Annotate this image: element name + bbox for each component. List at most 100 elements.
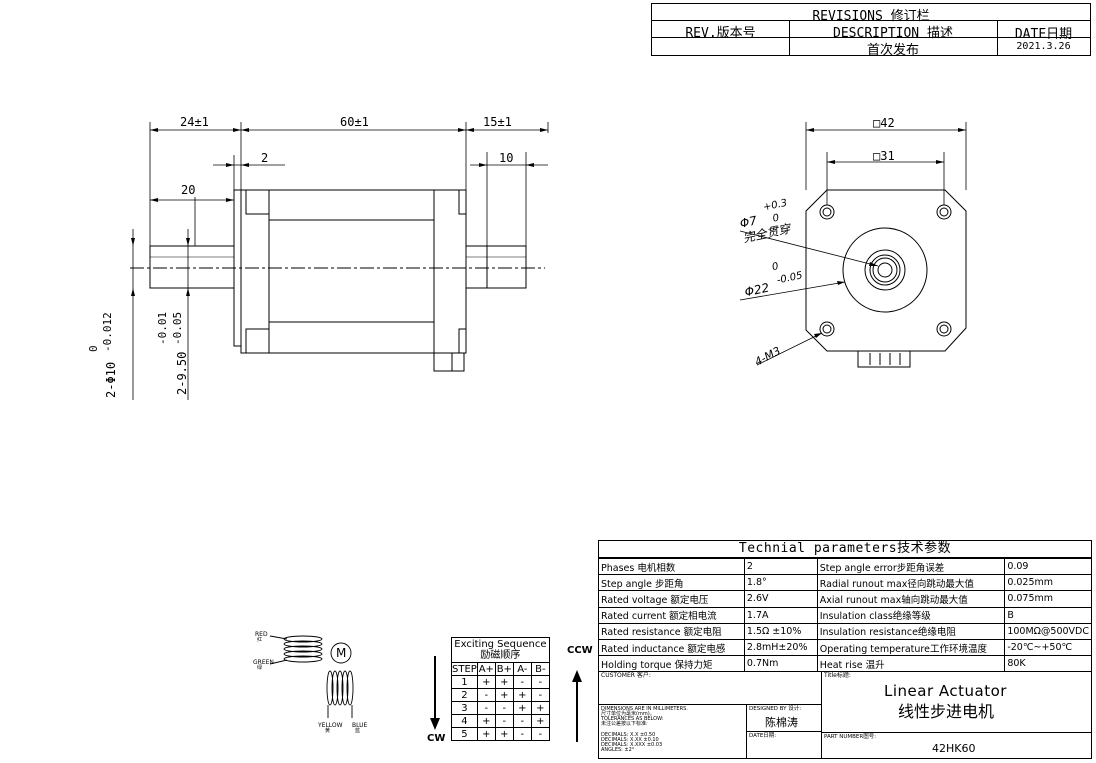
rev-row-date: 2021.3.26 — [1016, 41, 1071, 52]
dim-20: 20 — [181, 183, 196, 197]
part-number: 42HK60 — [932, 742, 976, 755]
param-name: Heat rise 温升 — [816, 655, 1006, 672]
param-value: B — [1004, 606, 1091, 624]
param-value: 2 — [743, 557, 818, 576]
designed-label: DESIGNED BY 设计: — [749, 706, 802, 712]
wire-red: RED — [255, 631, 268, 638]
seq-cell: 3 — [451, 701, 478, 715]
seq-header-step: STEP — [451, 662, 478, 676]
wire-yellow: YELLOW — [318, 722, 343, 729]
seq-cell: - — [530, 675, 550, 689]
sequence-title: Exciting Sequence — [454, 639, 547, 650]
seq-cell: - — [512, 675, 532, 689]
param-value: 1.8° — [743, 574, 818, 592]
seq-cell: - — [476, 688, 496, 702]
seq-cell: + — [476, 675, 496, 689]
seq-cell: + — [476, 727, 496, 741]
title-line2: 线性步进电机 — [898, 702, 995, 721]
param-value: 80K — [1004, 655, 1091, 672]
wire-red-cn: 红 — [257, 637, 263, 643]
part-number-cell: PART NUMBER图号: 42HK60 — [821, 732, 1092, 758]
seq-cell: + — [494, 675, 514, 689]
wire-blue: BLUE — [352, 722, 368, 729]
table-row: 3--++ — [451, 701, 550, 715]
param-name: Insulation resistance绝缘电阻 — [816, 622, 1006, 640]
seq-cell: - — [494, 714, 514, 728]
shaft-diameter-dim: 2-Φ10 0 -0.012 — [87, 312, 119, 398]
shaft-9-5-tol-upper: -0.01 — [156, 311, 169, 345]
shaft-9-5-label: 2-9.50 — [175, 351, 189, 395]
param-name: Operating temperature工作环境温度 — [816, 638, 1006, 657]
table-row: 2-++- — [451, 688, 550, 702]
designed-cell: DESIGNED BY 设计: 陈棉涛 — [746, 704, 822, 732]
wire-yellow-cn: 黄 — [325, 728, 331, 734]
param-value: 100MΩ@500VDC — [1004, 622, 1091, 640]
param-value: 2.8mH±20% — [743, 638, 818, 657]
tol-ang: ANGLES: ±2° — [601, 747, 635, 753]
date-col: DATE日期 — [1014, 27, 1073, 42]
title-label: Title标题: — [824, 672, 851, 679]
param-value: 2.6V — [743, 590, 818, 608]
wire-green: GREEN — [253, 659, 274, 666]
dim-15: 15±1 — [483, 115, 512, 129]
wire-green-cn: 绿 — [257, 665, 263, 671]
tolerances-note-cn: 未注公差按以下标准: — [601, 721, 648, 727]
table-row: 1++-- — [451, 675, 550, 689]
seq-cell: + — [530, 701, 550, 715]
dim-60: 60±1 — [340, 115, 369, 129]
param-value: 0.025mm — [1004, 574, 1091, 592]
param-name: Rated current 额定相电流 — [599, 606, 745, 624]
title-line1: Linear Actuator — [884, 682, 1007, 700]
param-value: -20℃~+50℃ — [1004, 638, 1091, 657]
dimensions-note: DIMENSIONS ARE IN MILLIMETERS. — [601, 706, 688, 712]
shaft-9-5-tol-lower: -0.05 — [171, 311, 184, 345]
seq-cell: + — [512, 701, 532, 715]
param-value: 1.5Ω ±10% — [743, 622, 818, 640]
param-name: Holding torque 保持力矩 — [599, 655, 745, 672]
param-name: Phases 电机相数 — [599, 557, 745, 576]
param-name: Radial runout max径向跳动最大值 — [816, 574, 1006, 592]
sequence-title-cn: 励磁顺序 — [480, 650, 521, 661]
ccw-label: CCW — [567, 645, 593, 656]
seq-cell: - — [512, 727, 532, 741]
date-label: DATE日期: — [749, 733, 777, 739]
hole-dia: Φ7 — [738, 213, 759, 231]
seq-cell: 1 — [451, 675, 478, 689]
seq-header-a-minus: A- — [512, 662, 532, 676]
seq-cell: - — [512, 714, 532, 728]
desc-col: DESCRIPTION 描述 — [833, 26, 953, 41]
designer: 陈棉涛 — [765, 716, 798, 729]
seq-cell: 5 — [451, 727, 478, 741]
exciting-sequence-table: Exciting Sequence 励磁顺序 STEP A+ B+ A- B- … — [451, 637, 550, 741]
revisions-title: REVISIONS 修订栏 — [812, 9, 930, 24]
seq-cell: - — [530, 727, 550, 741]
seq-cell: 2 — [451, 688, 478, 702]
title-block: CUSTOMER 客户: Title标题: Linear Actuator 线性… — [598, 671, 1092, 759]
table-row: 5++-- — [451, 727, 550, 741]
dim-42: □42 — [873, 116, 895, 130]
shaft-dia-tol-upper: 0 — [87, 345, 100, 352]
param-name: Insulation class绝缘等级 — [816, 606, 1006, 624]
revisions-table: REVISIONS 修订栏 REV.版本号 DESCRIPTION 描述 DAT… — [651, 3, 1091, 58]
seq-cell: + — [512, 688, 532, 702]
rev-col: REV.版本号 — [685, 26, 756, 41]
seq-header-b-minus: B- — [530, 662, 550, 676]
seq-cell: + — [494, 727, 514, 741]
customer-label: CUSTOMER 客户: — [601, 672, 651, 679]
seq-cell: + — [530, 714, 550, 728]
table-row: 4+--+ — [451, 714, 550, 728]
wire-blue-cn: 蓝 — [355, 728, 361, 734]
param-name: Axial runout max轴向跳动最大值 — [816, 590, 1006, 608]
seq-cell: + — [476, 714, 496, 728]
params-title: Technial parameters技术参数 — [599, 541, 1091, 558]
param-name: Rated voltage 额定电压 — [599, 590, 745, 608]
tolerance-cell: DIMENSIONS ARE IN MILLIMETERS. 尺寸单位为毫米(m… — [599, 704, 747, 758]
dim-31: □31 — [873, 149, 895, 163]
sequence-title-cell: Exciting Sequence 励磁顺序 — [451, 637, 550, 663]
